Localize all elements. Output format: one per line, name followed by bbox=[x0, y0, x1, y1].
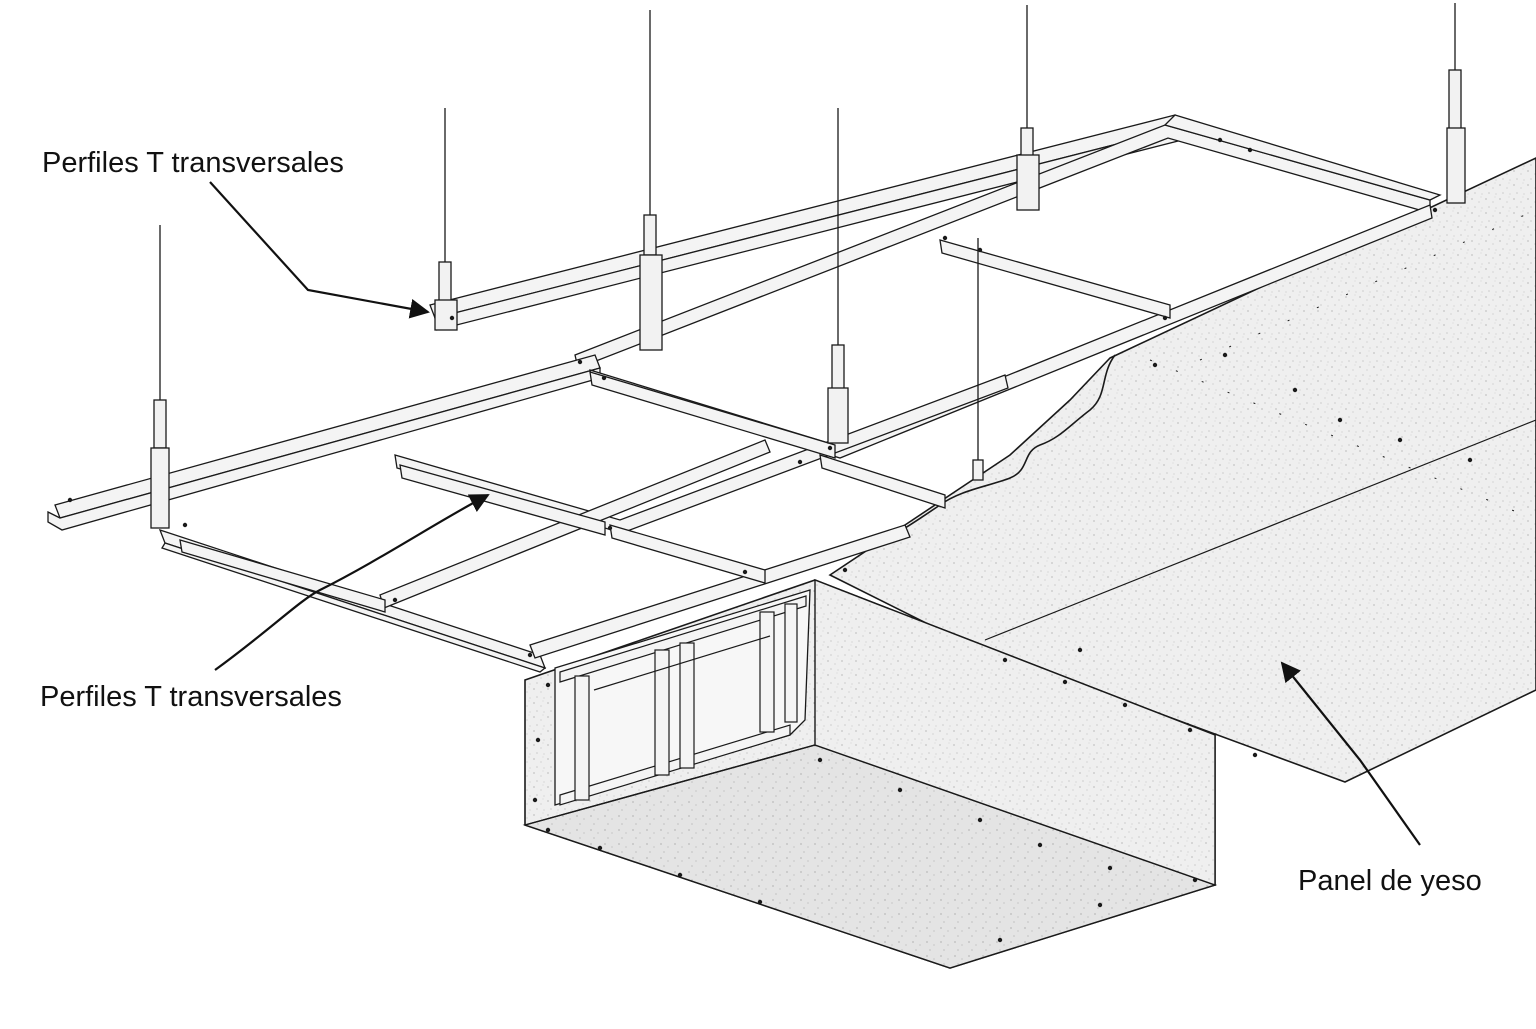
hanger-rod-icon bbox=[827, 108, 849, 444]
stud bbox=[784, 603, 798, 723]
drywall-panels bbox=[522, 157, 1536, 969]
drywall-panel-label: Panel de yeso bbox=[1298, 865, 1482, 897]
bulkhead-edge bbox=[524, 744, 816, 826]
main-runner bbox=[529, 524, 911, 659]
arrowhead-icon bbox=[214, 494, 490, 671]
hanger-rod-icon bbox=[434, 108, 458, 331]
screws bbox=[67, 137, 1473, 943]
cross-tee-label-top: Perfiles T transversales bbox=[42, 147, 344, 179]
main-runner bbox=[161, 542, 547, 673]
bottom-track bbox=[559, 724, 791, 806]
hanger-rod-icon bbox=[639, 10, 663, 351]
main-runner bbox=[1163, 114, 1442, 201]
stud bbox=[574, 675, 590, 801]
bulkhead-side-face bbox=[814, 578, 1216, 886]
ceiling-grid bbox=[47, 114, 1442, 673]
hanger-rod-icon bbox=[1016, 5, 1040, 211]
arrowhead-icon bbox=[1280, 661, 1421, 846]
bulkhead-studs bbox=[559, 595, 807, 806]
cross-tee bbox=[609, 524, 766, 584]
cross-tee bbox=[179, 539, 386, 613]
ceiling-drywall-panel bbox=[828, 157, 1536, 783]
leader-arrows bbox=[209, 181, 1421, 846]
top-track bbox=[559, 595, 807, 683]
stud bbox=[679, 642, 695, 769]
cross-tee bbox=[589, 371, 836, 459]
arrowhead-icon bbox=[209, 181, 430, 319]
cross-tee bbox=[939, 239, 1171, 319]
stud bbox=[759, 611, 775, 733]
panel-seam bbox=[984, 419, 1536, 641]
stud-brace bbox=[593, 635, 771, 691]
hanger-rod-icon bbox=[972, 238, 984, 481]
hanger-rod-icon bbox=[1446, 3, 1466, 204]
main-runner bbox=[434, 127, 1183, 331]
main-runner bbox=[394, 374, 1009, 534]
cross-tee bbox=[399, 464, 606, 536]
hanger-rod-icon bbox=[150, 225, 170, 529]
stud bbox=[654, 649, 670, 776]
cross-tee-label-middle: Perfiles T transversales bbox=[40, 681, 342, 713]
hanger-rods bbox=[150, 3, 1466, 529]
cross-tee bbox=[819, 454, 946, 509]
